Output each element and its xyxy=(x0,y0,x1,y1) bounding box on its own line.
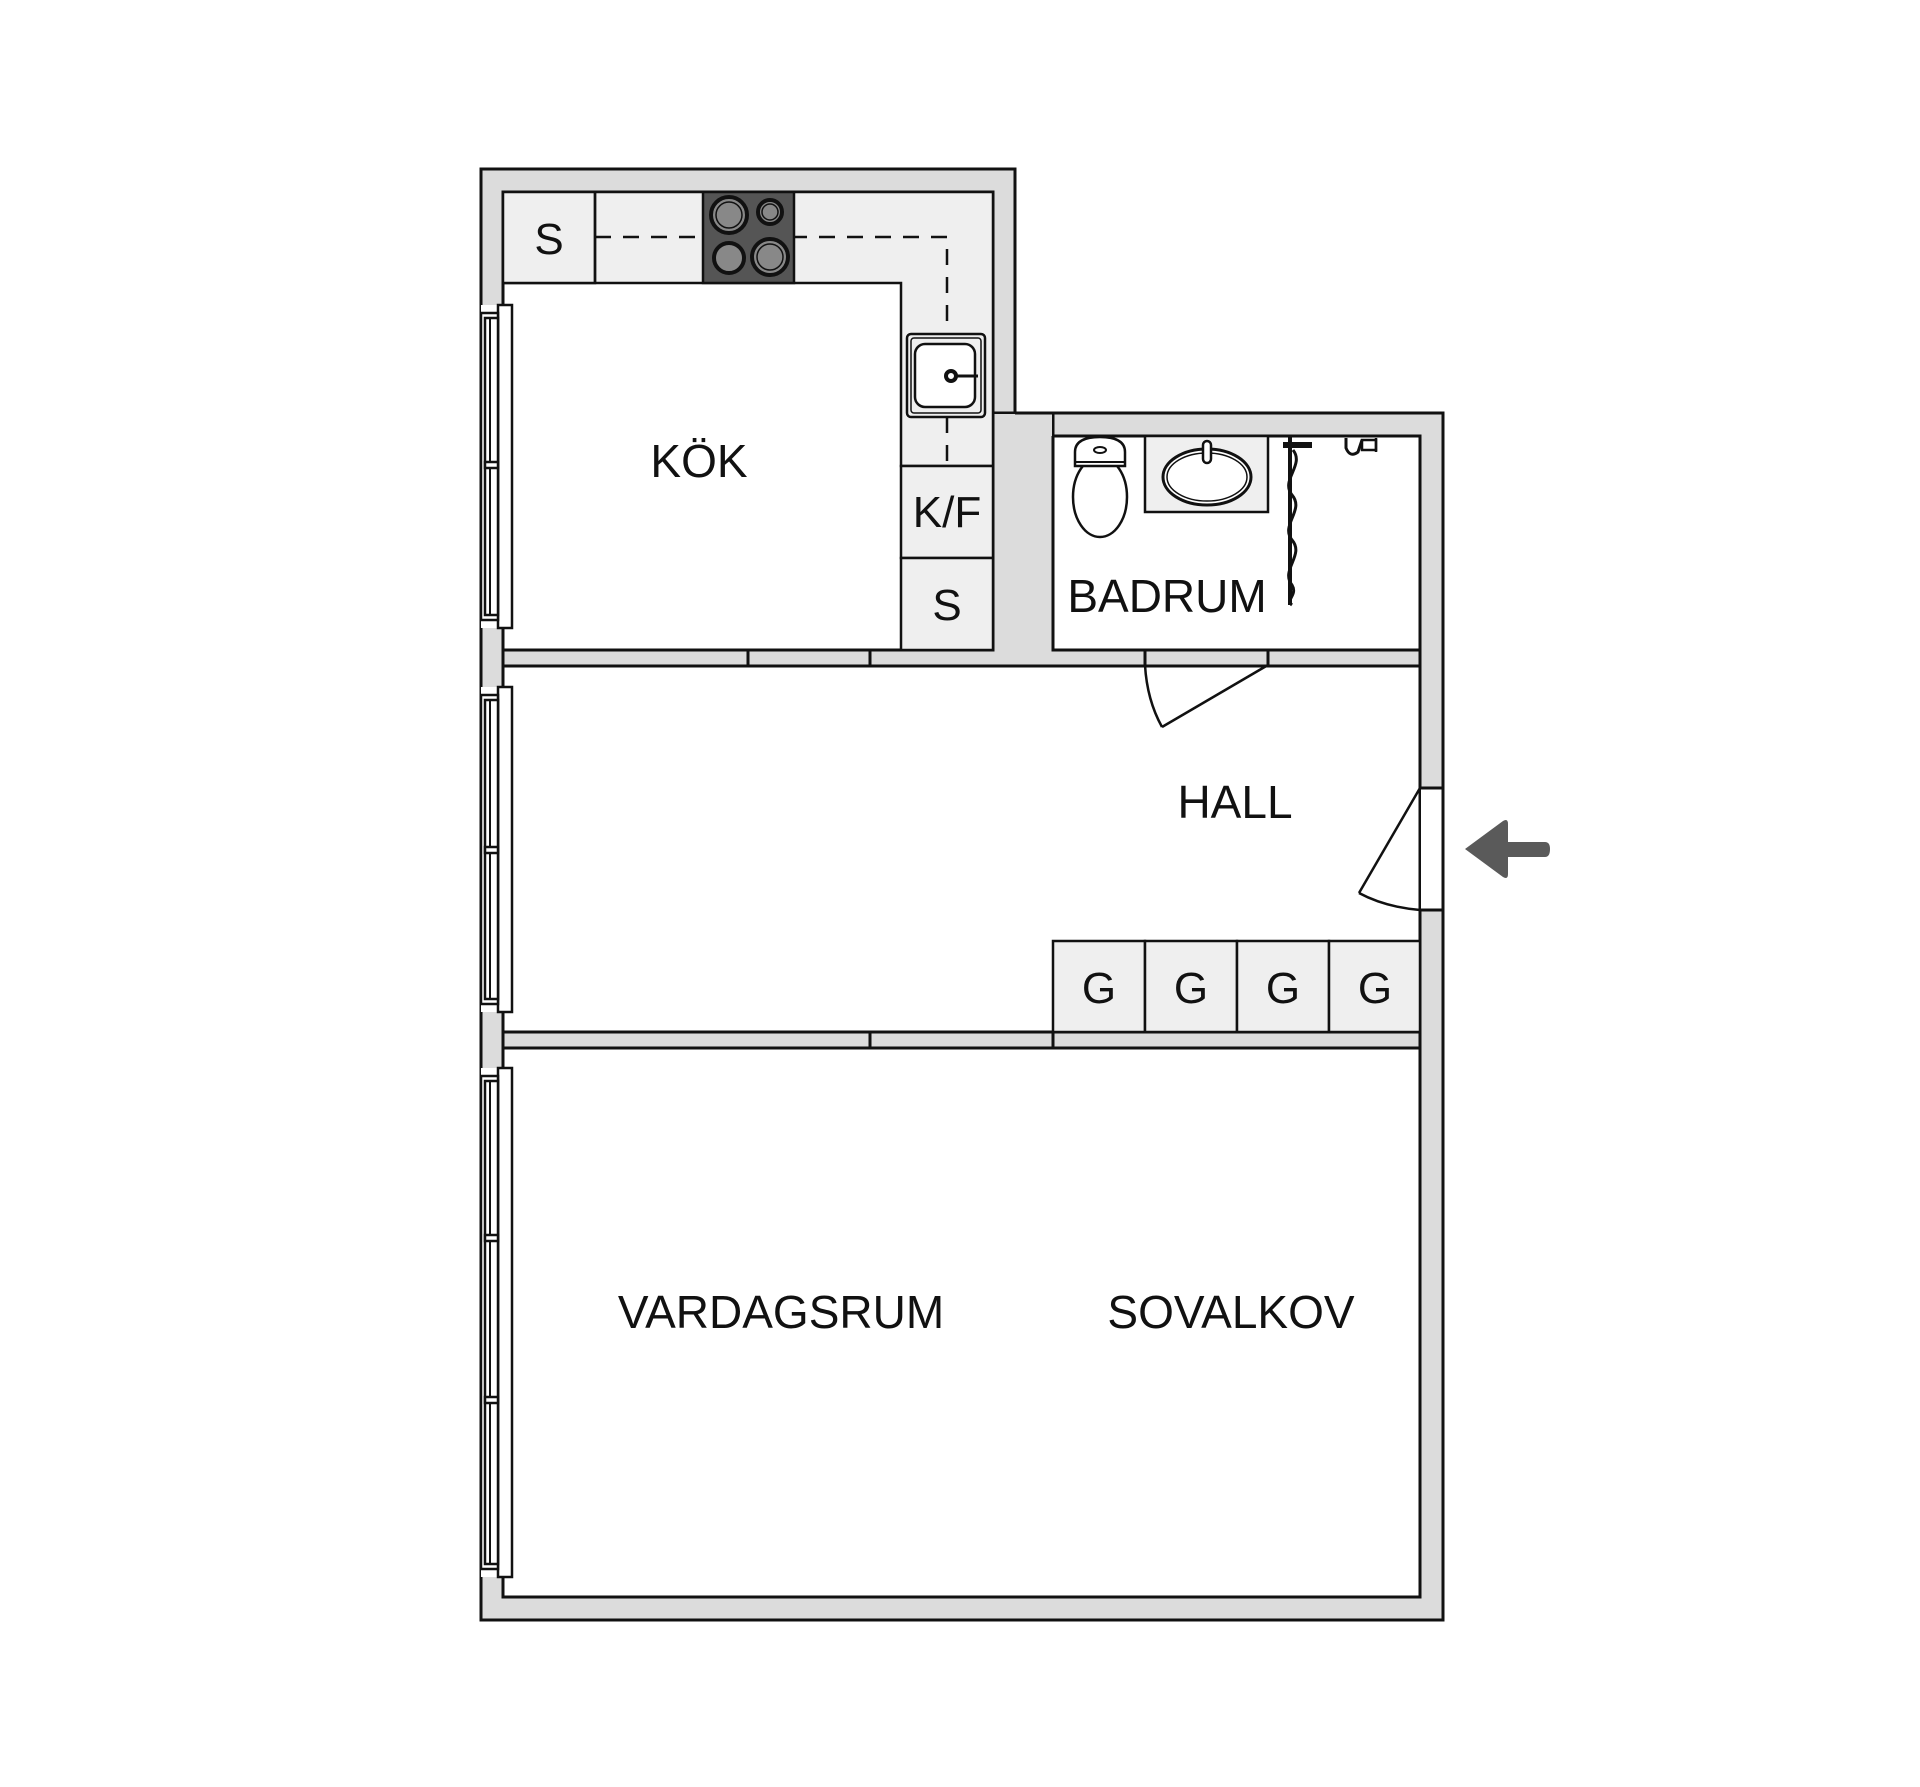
interior-wall xyxy=(1051,1030,1422,1050)
wardrobe-4 xyxy=(1327,939,1422,1034)
wall-join xyxy=(994,414,1052,650)
interior-wall xyxy=(1266,648,1422,668)
wardrobe-1-label: G xyxy=(1082,964,1116,1013)
window-hall xyxy=(479,685,514,1014)
wardrobe-2-label: G xyxy=(1174,964,1208,1013)
washbasin-icon xyxy=(1143,434,1270,514)
wardrobe-2 xyxy=(1143,939,1239,1034)
cabinet-fridge-freezer-label: K/F xyxy=(913,488,981,537)
wardrobe-1 xyxy=(1051,939,1147,1034)
cabinet-s-right xyxy=(899,556,995,652)
window-kitchen xyxy=(479,303,514,630)
stove-icon xyxy=(701,190,796,285)
bathroom-door[interactable] xyxy=(1143,663,1269,729)
toilet-icon xyxy=(1071,435,1129,539)
wardrobe-4-label: G xyxy=(1358,964,1392,1013)
living-floor xyxy=(501,1046,1422,1599)
wardrobe-row: G G G G xyxy=(1051,939,1422,1034)
entrance-arrow-icon xyxy=(1465,820,1550,878)
entrance-door[interactable] xyxy=(1357,787,1422,912)
entrance-opening xyxy=(1421,789,1442,909)
room-label-hall: HALL xyxy=(1177,776,1292,828)
cabinet-s-top xyxy=(501,190,597,285)
cabinet-s-top-label: S xyxy=(534,215,563,264)
cabinet-s-right-label: S xyxy=(932,581,961,630)
shower-curtain-icon xyxy=(1283,437,1312,607)
room-label-sleeping-alcove: SOVALKOV xyxy=(1107,1286,1354,1338)
interior-wall xyxy=(501,1030,872,1050)
room-label-living-room: VARDAGSRUM xyxy=(618,1286,944,1338)
room-label-bathroom: BADRUM xyxy=(1067,570,1266,622)
kitchen-sink-icon xyxy=(905,332,987,419)
shower-head-icon xyxy=(1344,438,1378,456)
window-living-room xyxy=(479,1066,514,1579)
interior-wall xyxy=(501,648,750,668)
wardrobe-3 xyxy=(1235,939,1331,1034)
wardrobe-3-label: G xyxy=(1266,964,1300,1013)
room-label-kitchen: KÖK xyxy=(650,435,747,487)
cabinet-fridge-freezer xyxy=(899,464,995,560)
